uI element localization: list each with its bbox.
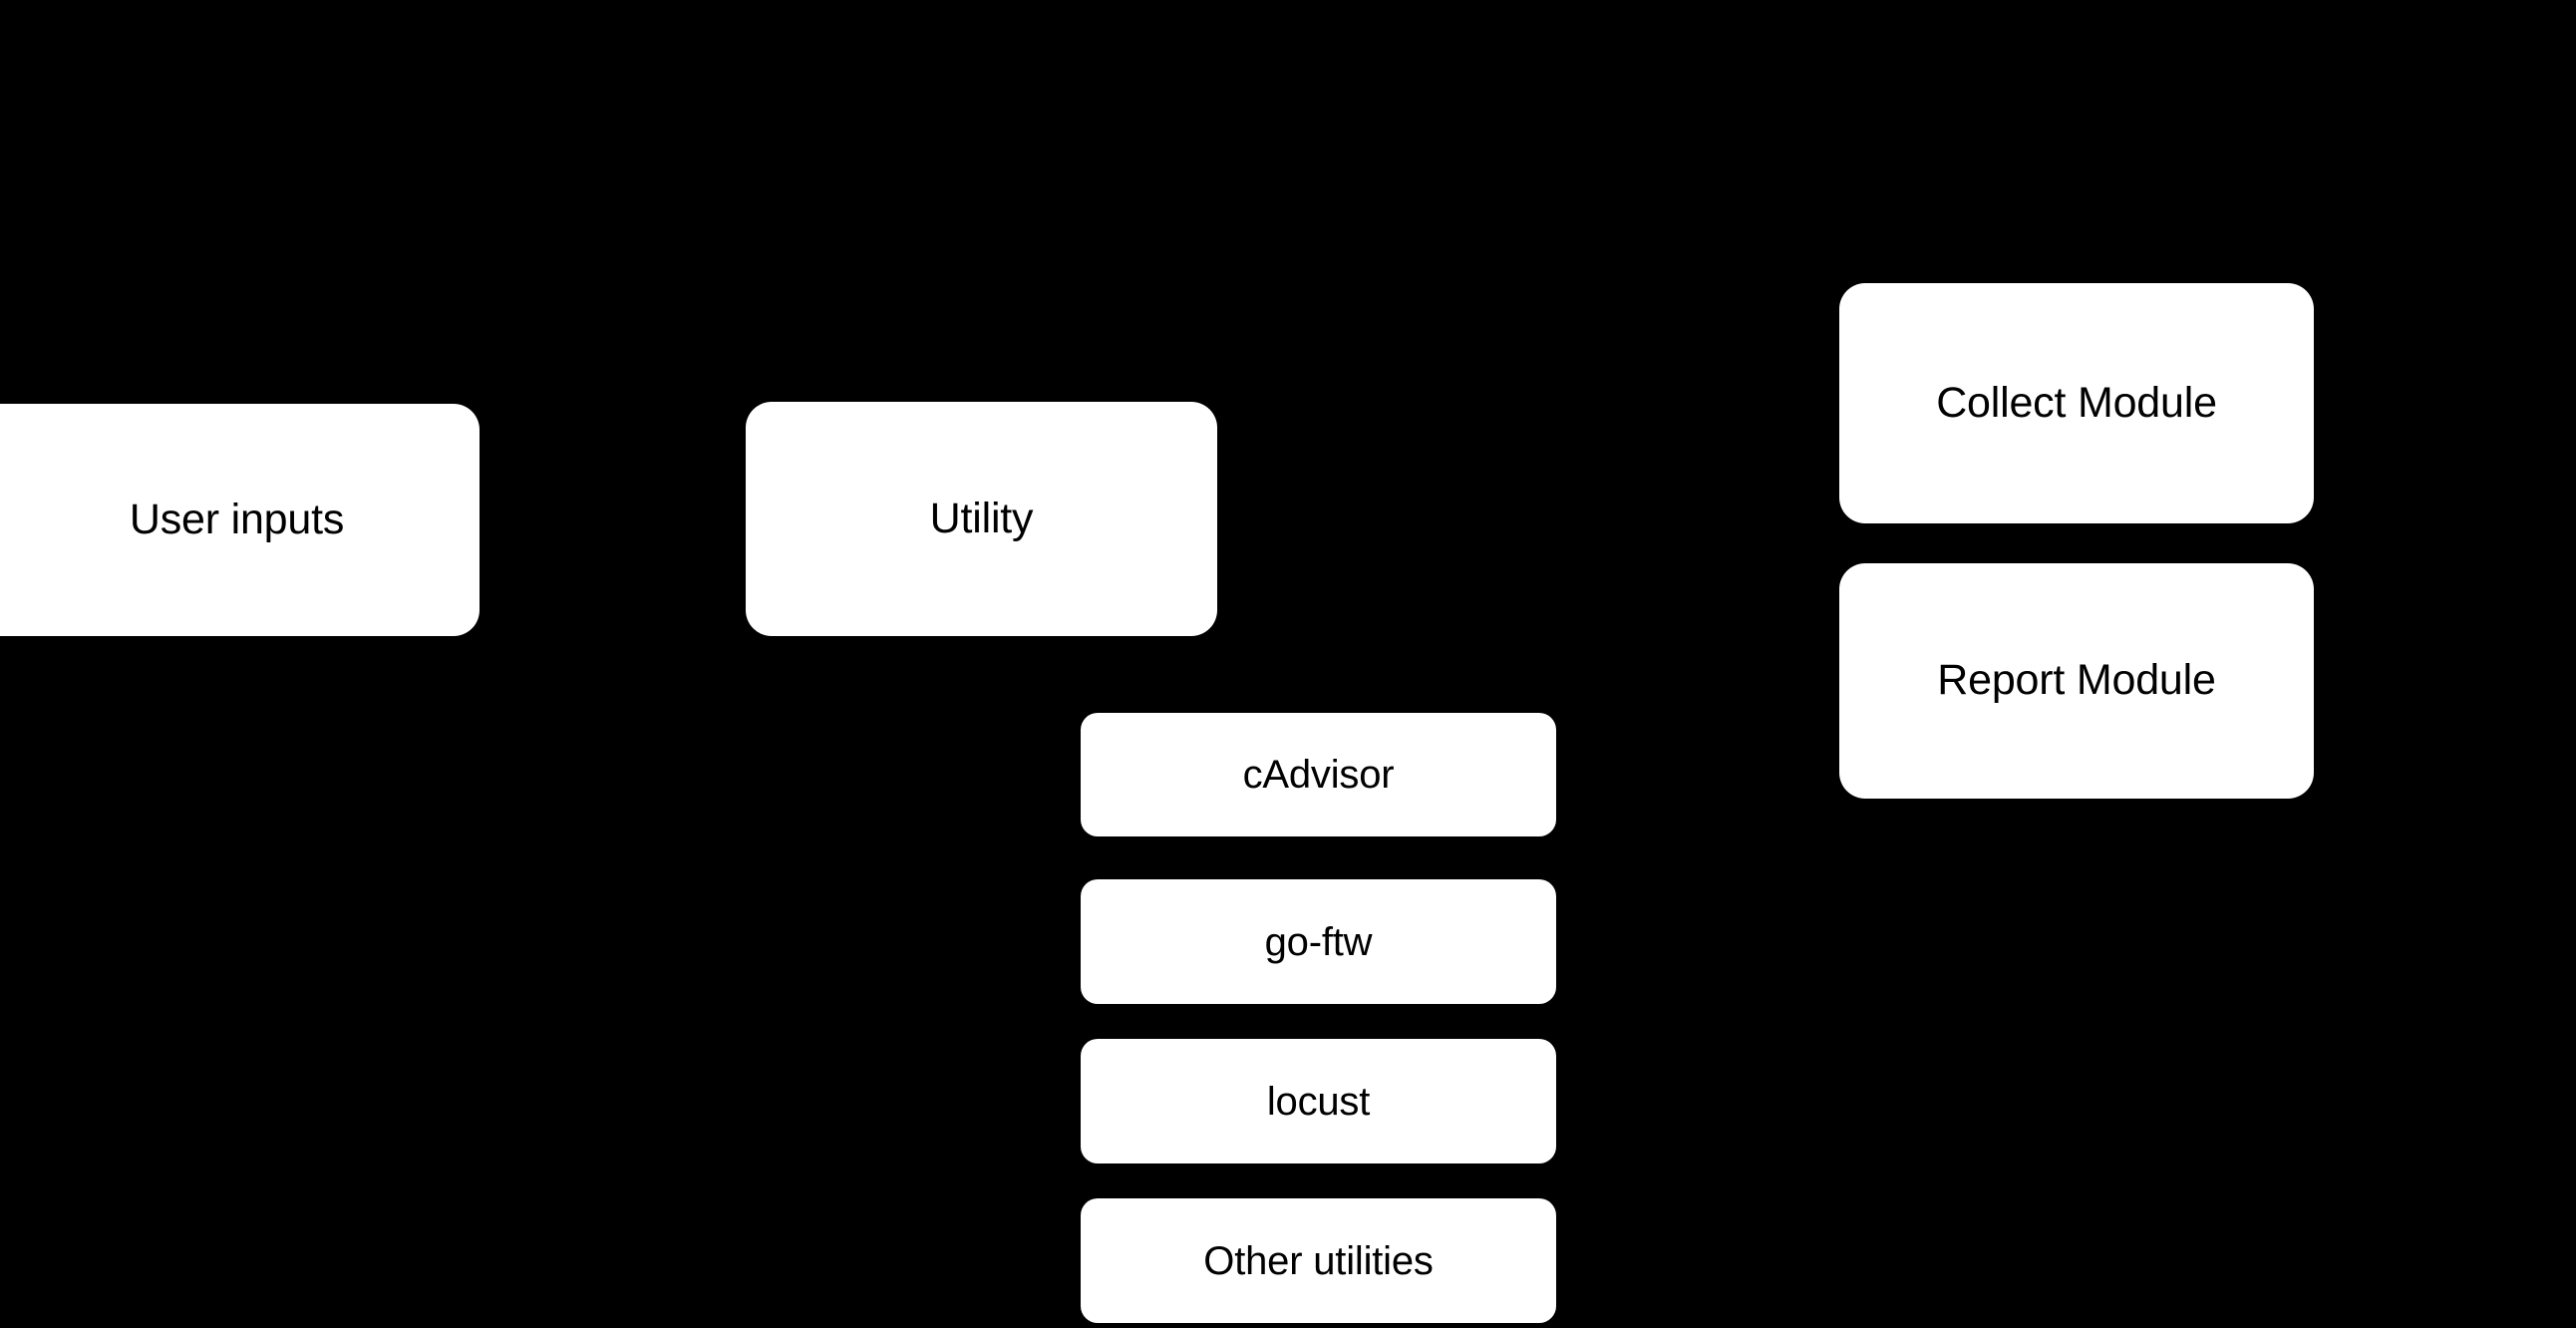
node-report-module-label: Report Module: [1937, 656, 2216, 705]
node-report-module[interactable]: Report Module: [1839, 563, 2314, 799]
node-locust[interactable]: locust: [1081, 1039, 1556, 1163]
node-collect-module-label: Collect Module: [1936, 378, 2217, 427]
node-other-utilities[interactable]: Other utilities: [1081, 1198, 1556, 1323]
node-other-utilities-label: Other utilities: [1203, 1238, 1434, 1283]
node-utility[interactable]: Utility: [746, 402, 1217, 636]
node-cadvisor-label: cAdvisor: [1242, 753, 1395, 797]
node-collect-module[interactable]: Collect Module: [1839, 283, 2314, 523]
node-go-ftw[interactable]: go-ftw: [1081, 879, 1556, 1004]
node-cadvisor[interactable]: cAdvisor: [1081, 713, 1556, 836]
node-go-ftw-label: go-ftw: [1264, 919, 1373, 964]
node-user-inputs-label: User inputs: [129, 495, 345, 543]
node-locust-label: locust: [1266, 1079, 1371, 1124]
node-user-inputs[interactable]: User inputs: [0, 404, 480, 636]
node-utility-label: Utility: [929, 494, 1034, 542]
